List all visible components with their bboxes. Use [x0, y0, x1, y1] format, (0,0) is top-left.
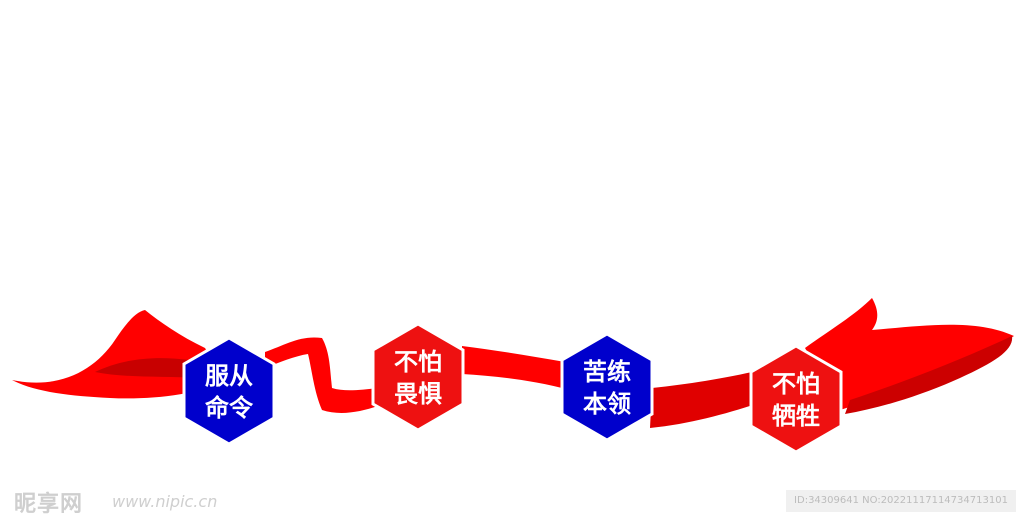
ribbon-wave-1: [265, 337, 378, 413]
ribbon-right-low: [650, 372, 756, 428]
badge-4: 不怕 牺牲: [749, 344, 843, 454]
hexagon-shape: [182, 336, 276, 446]
badge-3-line2: 本领: [583, 390, 631, 418]
badge-2-line1: 不怕: [394, 348, 442, 376]
badge-4-line2: 牺牲: [772, 402, 820, 430]
watermark-logo: 昵享网: [14, 492, 84, 517]
badge-1: 服从 命令: [182, 336, 276, 446]
hexagon-shape: [749, 344, 843, 454]
badge-2-line2: 畏惧: [394, 380, 442, 408]
badge-4-line1: 不怕: [772, 370, 820, 398]
badge-2: 不怕 畏惧: [371, 322, 465, 432]
hexagon-shape: [560, 332, 654, 442]
ribbon-right-shadow: [845, 336, 1013, 414]
watermark-id: ID:34309641 NO:20221117114734713101: [786, 490, 1016, 512]
badge-1-line1: 服从: [205, 362, 253, 390]
badge-3-line1: 苦练: [583, 358, 631, 386]
badge-1-line2: 命令: [205, 394, 254, 422]
badge-3: 苦练 本领: [560, 332, 654, 442]
red-ribbon: [12, 298, 1014, 428]
watermark-url: www.nipic.cn: [112, 492, 218, 511]
ribbon-right-flag: [805, 298, 1014, 410]
ribbon-middle: [462, 346, 565, 388]
hexagon-shape: [371, 322, 465, 432]
ribbon-left-shadow: [95, 358, 200, 378]
